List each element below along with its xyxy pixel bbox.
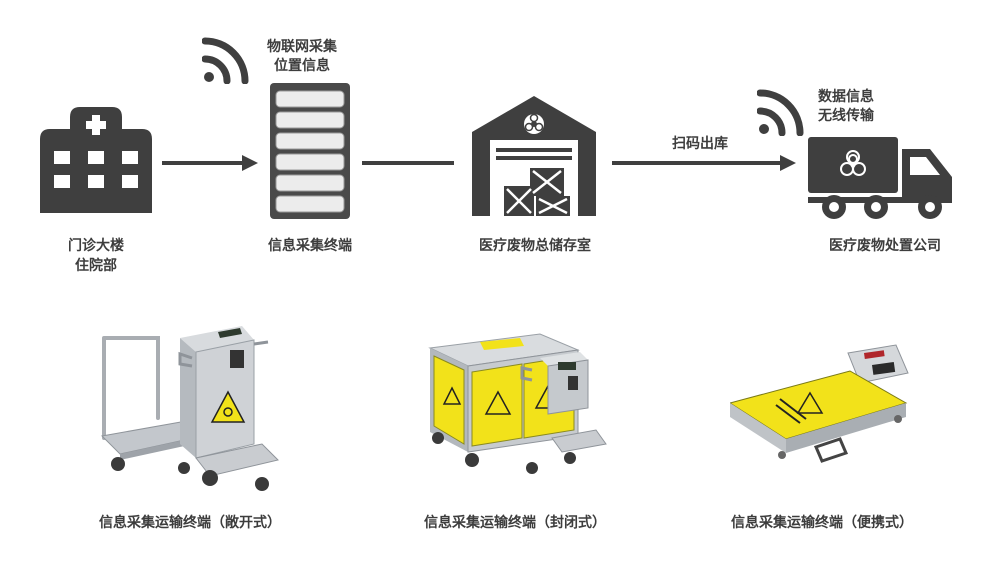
hospital-label: 门诊大楼 住院部	[68, 238, 124, 274]
portable-terminal-caption: 信息采集运输终端（便携式）	[731, 515, 913, 531]
open-cart-image	[92, 318, 292, 496]
closed-cart-caption: 信息采集运输终端（封闭式）	[424, 515, 606, 531]
hospital-icon	[38, 103, 154, 215]
storage-label: 医疗废物总储存室	[479, 238, 591, 254]
terminal-label: 信息采集终端	[268, 238, 352, 254]
wifi-icon	[202, 34, 258, 84]
arrow-storage-to-disposal	[612, 155, 796, 171]
open-cart-caption: 信息采集运输终端（敞开式）	[99, 515, 281, 531]
server-rack-icon	[270, 83, 350, 219]
wifi-icon	[757, 86, 813, 136]
connector-terminal-to-storage	[362, 161, 454, 165]
iot-signal-label: 物联网采集 位置信息	[267, 39, 337, 74]
truck-icon	[806, 135, 954, 223]
closed-cart-image	[420, 320, 620, 490]
checkout-label: 扫码出库	[672, 136, 728, 152]
portable-terminal-image	[730, 343, 910, 479]
disposal-label: 医疗废物处置公司	[829, 238, 941, 254]
wireless-signal-label: 数据信息 无线传输	[818, 89, 874, 124]
arrow-hospital-to-terminal	[162, 155, 258, 171]
warehouse-icon	[470, 94, 598, 218]
